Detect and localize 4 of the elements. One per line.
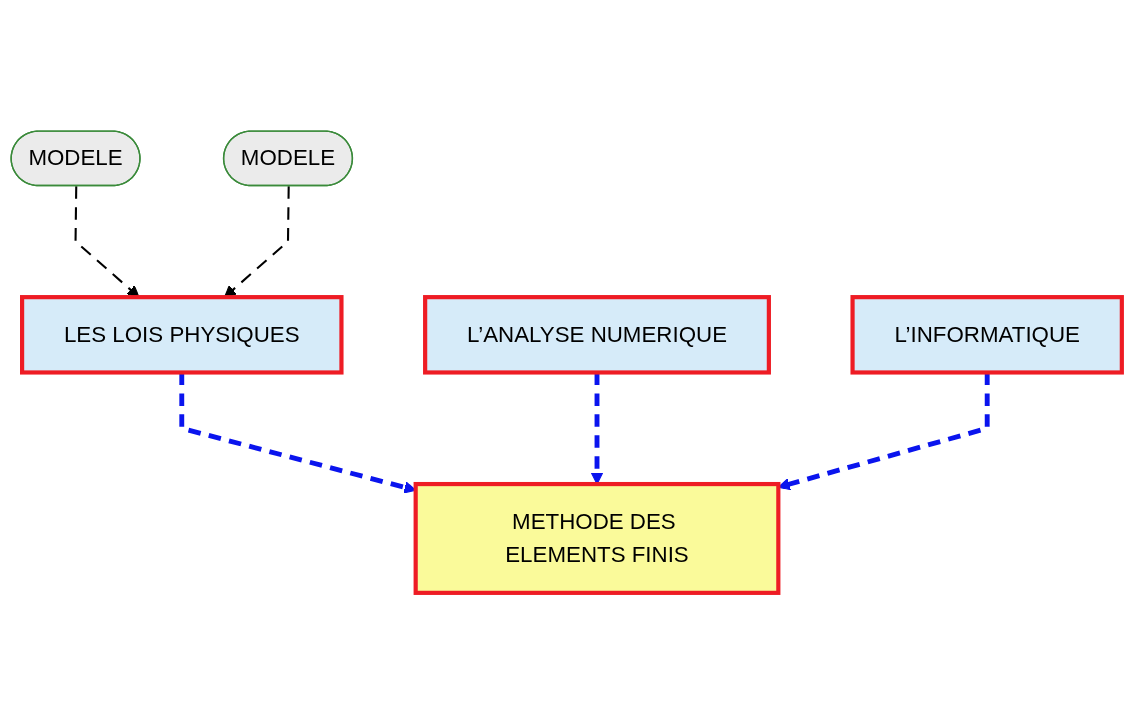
node-box: L’INFORMATIQUE [850,295,1124,376]
node-box: LES LOIS PHYSIQUES [20,295,344,376]
node-box: L’ANALYSE NUMERIQUE [423,295,771,376]
node-box: METHODE DES ELEMENTS FINIS [413,482,781,596]
